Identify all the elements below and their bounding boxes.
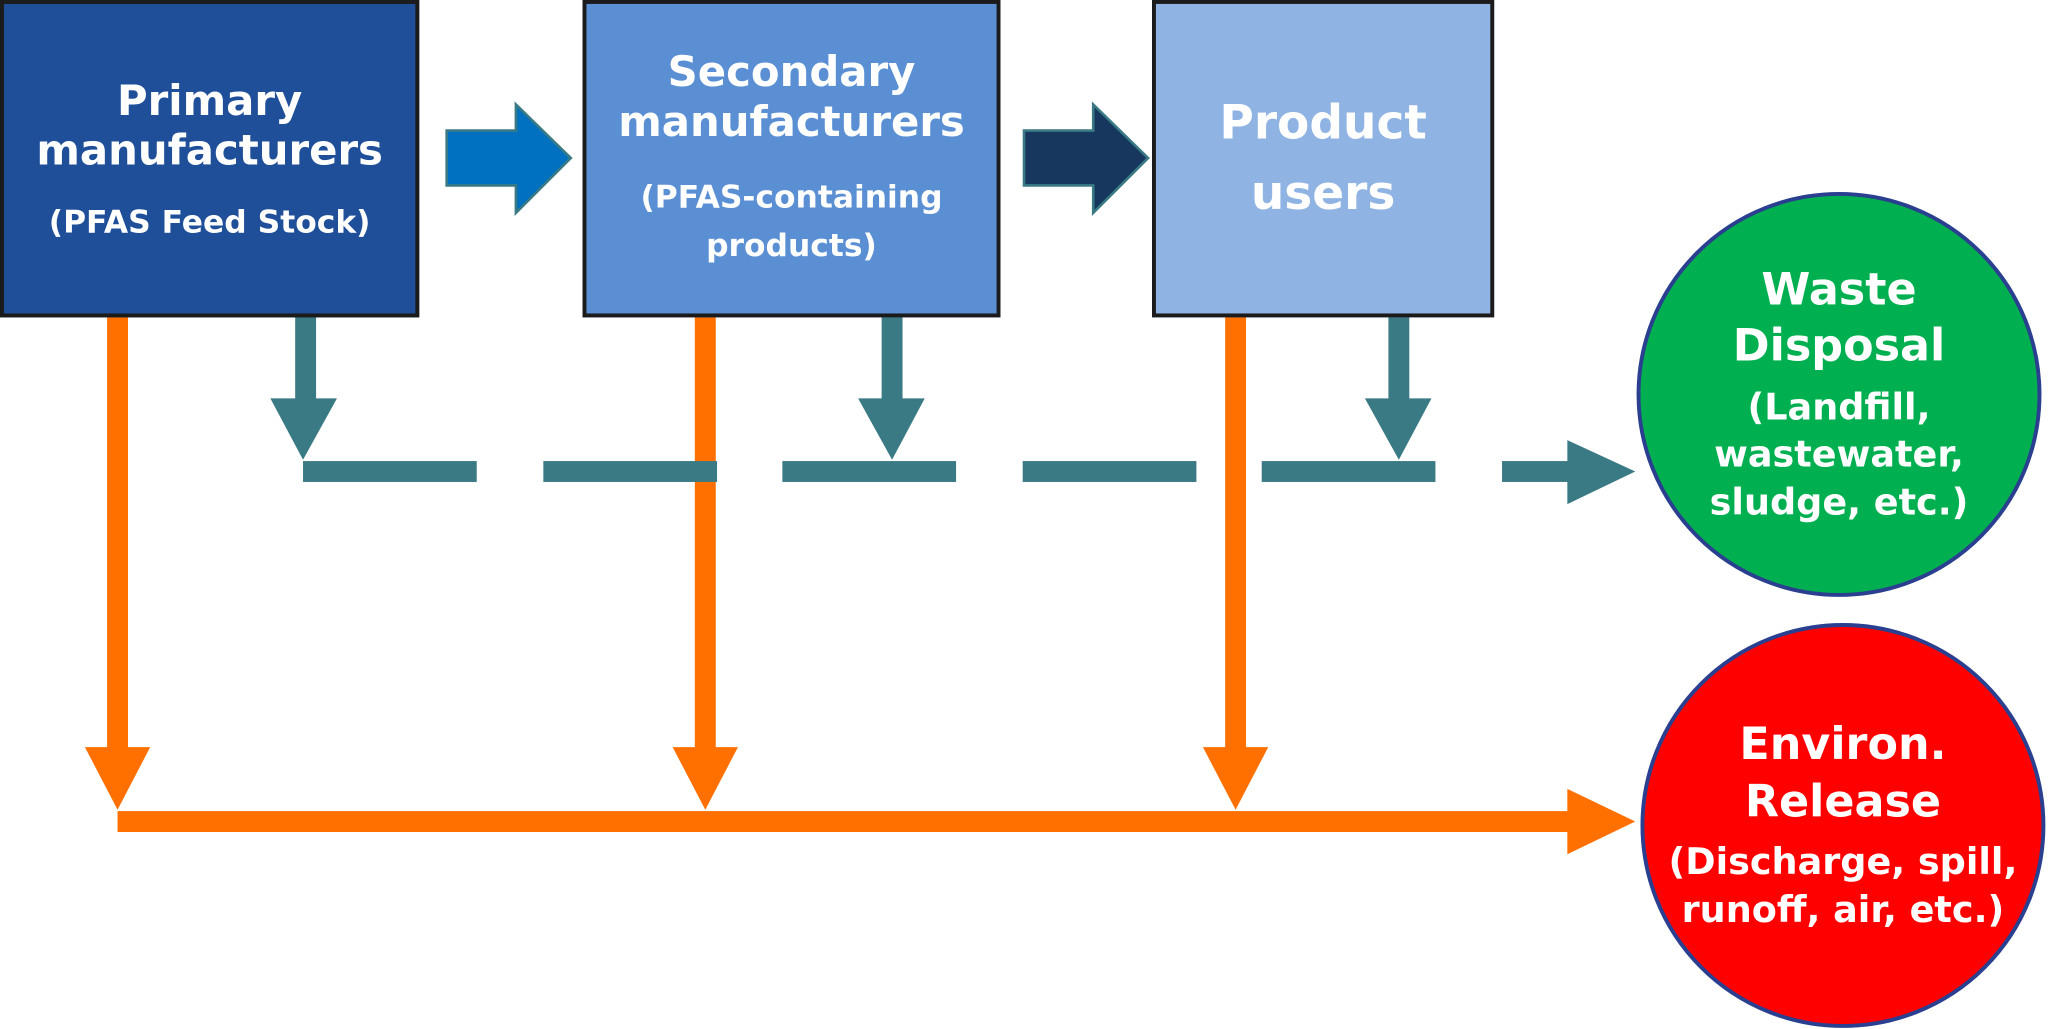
release-subtitle-line-2: runoff, air, etc.): [1681, 887, 2005, 931]
primary-waste-arrowhead: [270, 398, 337, 460]
waste-path: [270, 313, 1636, 505]
release-horizontal-line: [117, 811, 1574, 832]
waste-title-line-1: Waste: [1761, 263, 1917, 316]
release-title-line-2: Release: [1744, 775, 1942, 828]
release-subtitle-line-1: (Discharge, spill,: [1668, 839, 2018, 884]
primary-release-line: [107, 313, 128, 752]
waste-title: Waste Disposal: [1733, 262, 1945, 376]
environ-release-circle: Environ. Release (Discharge, spill, runo…: [1640, 623, 2046, 1028]
secondary-waste-arrowhead: [858, 398, 925, 460]
primary-subtitle-line-1: (PFAS Feed Stock): [48, 204, 371, 241]
primary-waste-line: [295, 313, 317, 403]
waste-dash-1: [303, 461, 477, 482]
users-title-line-1: Product: [1219, 95, 1427, 150]
release-title: Environ. Release: [1739, 717, 1946, 831]
secondary-release-line: [694, 313, 716, 752]
secondary-subtitle-line-1: (PFAS-containing: [640, 178, 943, 216]
waste-dash-5: [1261, 461, 1436, 482]
primary-manufacturers-box: Primary manufacturers (PFAS Feed Stock): [0, 0, 420, 318]
waste-dash-3: [782, 461, 957, 482]
release-title-line-1: Environ.: [1739, 718, 1947, 771]
waste-main-arrowhead: [1567, 440, 1636, 505]
secondary-to-users-arrow: [1022, 101, 1150, 217]
primary-subtitle: (PFAS Feed Stock): [49, 204, 371, 242]
users-title-line-2: users: [1250, 166, 1396, 221]
waste-dash-2: [543, 461, 718, 482]
users-waste-line: [1388, 313, 1410, 403]
waste-subtitle-line-3: sludge, etc.): [1709, 480, 1969, 524]
secondary-title-line-1: Secondary: [667, 46, 916, 97]
primary-title-line-1: Primary: [117, 75, 303, 125]
release-main-arrowhead: [1567, 788, 1636, 855]
secondary-release-arrowhead: [672, 747, 738, 810]
waste-disposal-circle: Waste Disposal (Landfill, wastewater, sl…: [1636, 191, 2042, 597]
users-waste-arrowhead: [1364, 398, 1432, 460]
users-release-arrowhead: [1202, 747, 1269, 810]
release-path: [84, 313, 1636, 855]
secondary-subtitle-line-2: products): [706, 227, 877, 264]
waste-subtitle: (Landfill, wastewater, sludge, etc.): [1710, 384, 1969, 527]
secondary-subtitle: (PFAS-containing products): [640, 173, 942, 270]
primary-to-secondary-arrow: [445, 101, 573, 217]
waste-subtitle-line-2: wastewater,: [1714, 432, 1964, 476]
release-subtitle: (Discharge, spill, runoff, air, etc.): [1669, 839, 2018, 934]
secondary-waste-line: [881, 313, 903, 403]
primary-title: Primary manufacturers: [36, 75, 383, 175]
product-users-box: Product users: [1151, 0, 1495, 318]
waste-dash-6: [1502, 461, 1574, 482]
secondary-title-line-2: manufacturers: [618, 97, 965, 147]
waste-dash-4: [1022, 461, 1197, 482]
secondary-title: Secondary manufacturers: [618, 47, 965, 147]
waste-subtitle-line-1: (Landfill,: [1747, 385, 1931, 429]
waste-title-line-2: Disposal: [1732, 320, 1946, 373]
secondary-manufacturers-box: Secondary manufacturers (PFAS-containing…: [582, 0, 1001, 318]
users-title: Product users: [1219, 88, 1426, 229]
primary-title-line-2: manufacturers: [36, 125, 383, 176]
primary-release-arrowhead: [84, 747, 151, 810]
users-release-line: [1225, 313, 1247, 752]
